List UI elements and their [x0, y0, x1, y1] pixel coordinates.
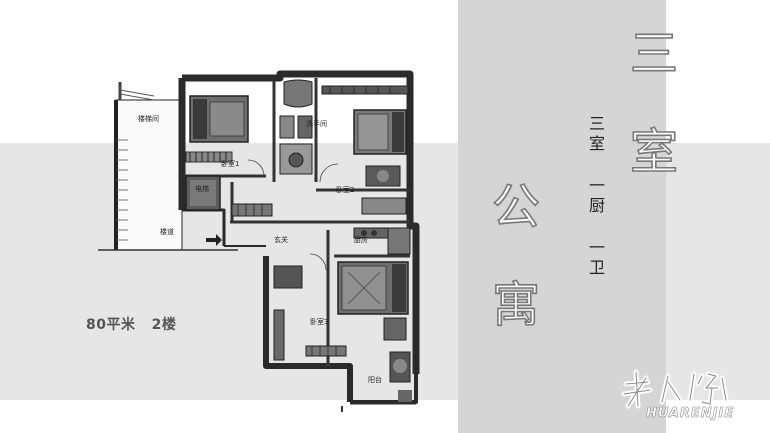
entry-arrow-icon — [206, 234, 222, 246]
bathroom: 洗手间 — [279, 79, 327, 175]
stair-room-label: 楼梯间 — [138, 114, 159, 123]
bedroom-2: 卧室2 — [319, 85, 409, 194]
apartment-walls — [178, 70, 420, 404]
floor-plan: 楼梯间 楼道 — [98, 70, 420, 412]
elevator: 电梯 — [185, 175, 221, 211]
watermark-calligraphy-icon — [621, 369, 729, 409]
bedroom-1-label: 卧室1 — [221, 159, 239, 168]
bathroom-label-text: 洗手间 — [306, 119, 327, 128]
feature-san: 三 — [589, 114, 606, 133]
title-char-san: 三 — [629, 26, 679, 82]
entrance-label: 玄关 — [274, 235, 288, 244]
kitchen: 厨房 — [353, 227, 411, 255]
watermark-text: HUARENJIE — [646, 406, 735, 422]
watermark-logo: HUARENJIE — [618, 366, 768, 426]
inner-walls — [182, 78, 410, 366]
elevator-label: 电梯 — [195, 184, 209, 193]
stair-room: 楼梯间 — [114, 82, 183, 251]
desk-area — [231, 197, 407, 217]
feature-wei: 卫 — [589, 258, 606, 277]
entrance: 玄关 — [274, 235, 288, 244]
bathroom-label: 洗手间 — [306, 119, 327, 128]
balcony-label: 阳台 — [368, 375, 382, 384]
title-char-shi: 室 — [629, 124, 679, 180]
title-char-gong: 公 — [491, 179, 541, 235]
feature-yi-2: 一 — [589, 238, 606, 257]
bedroom-2-label: 卧室2 — [336, 185, 354, 194]
kitchen-label: 厨房 — [354, 235, 368, 244]
corridor: 楼道 — [98, 227, 238, 251]
balcony: 阳台 — [341, 351, 416, 412]
feature-yi-1: 一 — [589, 176, 606, 195]
area-floor-label: 80平米 2楼 — [86, 317, 177, 333]
corridor-label: 楼道 — [160, 227, 174, 236]
feature-shi: 室 — [589, 134, 606, 153]
feature-chu: 厨 — [589, 196, 606, 215]
bedroom-3-label: 卧室3 — [310, 317, 328, 326]
title-panel — [458, 0, 666, 433]
bedroom-3: 卧室3 — [273, 253, 409, 361]
title-char-yu: 寓 — [491, 277, 541, 333]
bedroom-1: 卧室1 — [185, 95, 265, 177]
